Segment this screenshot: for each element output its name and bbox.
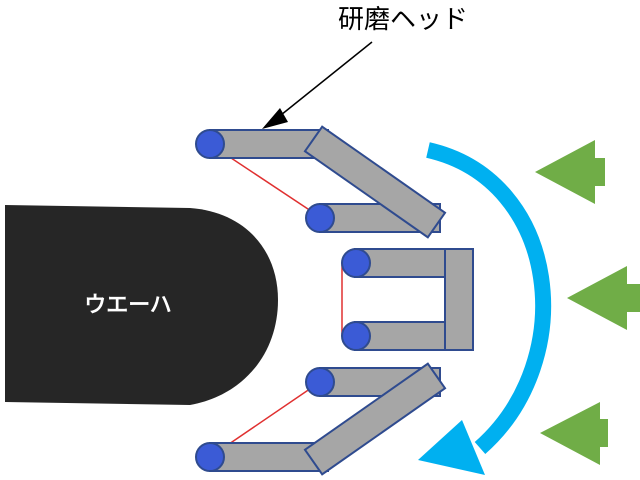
wafer: ウエーハ <box>5 205 278 405</box>
rotation-arrow-arc <box>426 142 552 454</box>
curved-arrow-icon <box>418 142 552 475</box>
head-annotation: 研磨ヘッド <box>262 5 468 129</box>
flow-arrow-top <box>535 140 605 204</box>
left-arrow-icon <box>535 140 605 204</box>
head-bar <box>303 362 447 476</box>
flow-arrows <box>535 140 640 465</box>
polishing-head-upper <box>195 125 447 239</box>
rotation-arrowhead <box>418 420 485 475</box>
wafer-label: ウエーハ <box>84 293 172 318</box>
left-arrow-icon <box>540 402 608 465</box>
left-arrow-icon <box>567 266 640 330</box>
flow-arrow-middle <box>567 266 640 330</box>
head-bar <box>444 248 474 351</box>
roller <box>341 248 371 278</box>
roller <box>305 203 335 233</box>
flow-arrow-bottom <box>540 402 608 465</box>
roller <box>341 321 371 351</box>
head-pointer-arrowhead <box>262 108 288 129</box>
polishing-head-middle <box>341 248 474 351</box>
head-label: 研磨ヘッド <box>338 5 468 35</box>
roller <box>305 367 335 397</box>
head-pointer-line <box>275 41 373 120</box>
wafer-shape <box>5 205 278 405</box>
polishing-head-lower <box>195 362 447 476</box>
roller <box>195 129 225 159</box>
head-bar <box>303 125 447 239</box>
roller <box>195 442 225 472</box>
